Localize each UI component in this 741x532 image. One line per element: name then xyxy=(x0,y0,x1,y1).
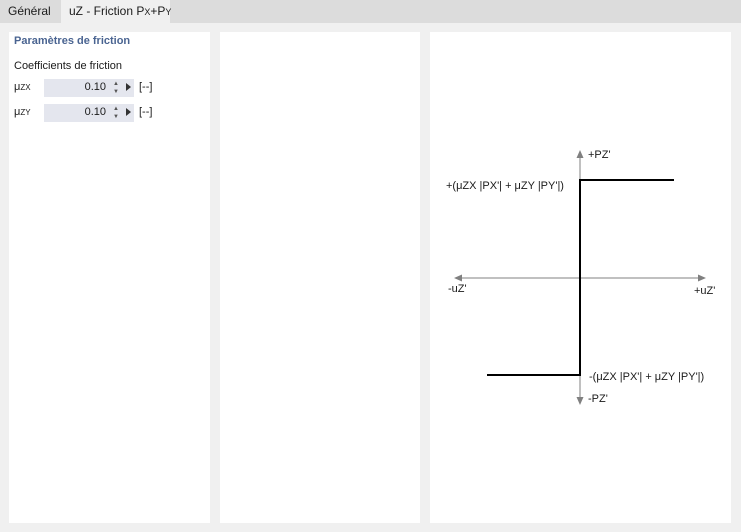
section-title: Paramètres de friction xyxy=(14,35,131,47)
tab-bar: Général uZ - Friction PX+PY xyxy=(0,0,741,23)
tab-friction-label-prefix: uZ - Friction P xyxy=(69,4,145,18)
axis-arrow-down-icon xyxy=(576,397,584,405)
label-left: -uZ' xyxy=(448,283,467,295)
param-value: 0.10 xyxy=(84,81,106,93)
mu-zx-input[interactable]: 0.10 ▲▼ xyxy=(44,79,134,97)
tab-general-label: Général xyxy=(8,4,51,18)
axis-arrow-left-icon xyxy=(454,274,462,282)
label-upper-level: +(μZX |PX'| + μZY |PY'|) xyxy=(446,180,564,192)
param-symbol-mu: μ xyxy=(14,106,21,118)
spinner-up-down-icon[interactable]: ▲▼ xyxy=(113,81,119,95)
triangle-right-icon[interactable] xyxy=(126,83,131,91)
param-unit: [--] xyxy=(139,81,153,93)
param-unit: [--] xyxy=(139,106,153,118)
param-symbol-subscript: ZY xyxy=(20,108,31,117)
param-value: 0.10 xyxy=(84,106,106,118)
tab-friction-label-x: X xyxy=(144,7,151,17)
friction-diagram: +PZ' -PZ' -uZ' +uZ' +(μZX |PX'| + μZY |P… xyxy=(446,149,715,405)
label-bottom: -PZ' xyxy=(588,393,608,405)
tab-general[interactable]: Général xyxy=(0,0,61,23)
middle-panel xyxy=(220,32,420,523)
param-row-mu-zy: μZY 0.10 ▲▼ [--] xyxy=(14,104,204,122)
param-symbol: μZX xyxy=(14,81,31,93)
axis-arrow-right-icon xyxy=(698,274,706,282)
friction-diagram-panel: +PZ' -PZ' -uZ' +uZ' +(μZX |PX'| + μZY |P… xyxy=(430,32,731,523)
axis-arrow-up-icon xyxy=(576,150,584,158)
group-label: Coefficients de friction xyxy=(14,60,123,72)
tab-friction-label-plus: +P xyxy=(150,4,166,18)
friction-curve xyxy=(487,179,674,376)
param-symbol-mu: μ xyxy=(14,81,21,93)
label-right: +uZ' xyxy=(694,285,715,297)
triangle-right-icon[interactable] xyxy=(126,108,131,116)
label-lower-level: -(μZX |PX'| + μZY |PY'|) xyxy=(589,371,704,383)
tab-friction[interactable]: uZ - Friction PX+PY xyxy=(61,0,172,23)
mu-zy-input[interactable]: 0.10 ▲▼ xyxy=(44,104,134,122)
param-symbol: μZY xyxy=(14,106,31,118)
param-row-mu-zx: μZX 0.10 ▲▼ [--] xyxy=(14,79,204,97)
spinner-up-down-icon[interactable]: ▲▼ xyxy=(113,106,119,120)
tab-friction-label-y: Y xyxy=(165,7,172,17)
param-symbol-subscript: ZX xyxy=(20,83,31,92)
friction-parameters-panel: Paramètres de friction Coefficients de f… xyxy=(9,32,210,523)
label-top: +PZ' xyxy=(588,149,611,161)
